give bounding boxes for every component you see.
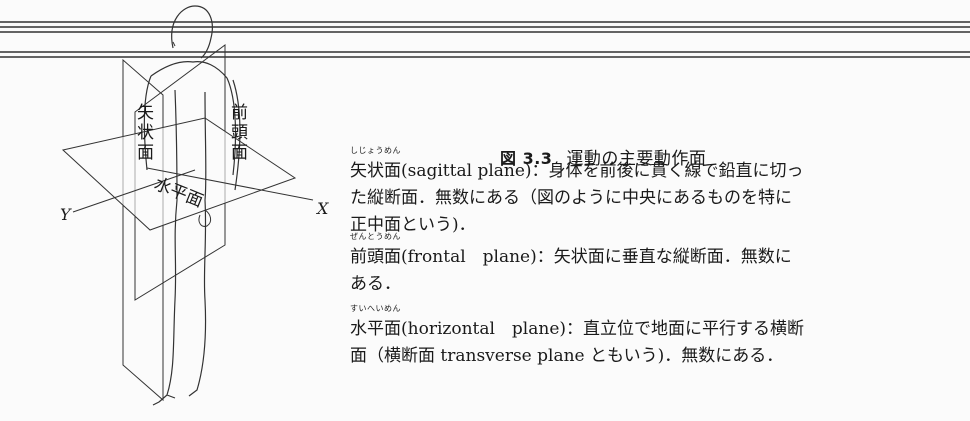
svg-text:頭: 頭 xyxy=(231,123,248,143)
definition-sagittal: しじょうめん矢状面(sagittal plane)：身体を前後に貫く線で鉛直に切… xyxy=(350,146,910,239)
definition-line: すいへいめん水平面(horizontal plane)：直立位で地面に平行する横… xyxy=(350,304,910,343)
svg-text:矢: 矢 xyxy=(137,103,154,123)
definition-frontal: ぜんとうめん前頭面(frontal plane)：矢状面に垂直な縦断面．無数に … xyxy=(350,232,910,298)
definition-line: 面（横断面 transverse plane ともいう)．無数にある． xyxy=(350,346,784,366)
definition-line: た縦断面．無数にある（図のように中央にあるものを特に xyxy=(350,188,792,208)
sagittal-plane xyxy=(122,58,164,402)
sagittal-plane-label: 矢 状 面 xyxy=(137,103,154,163)
ruby-reading: すいへいめん xyxy=(350,304,401,313)
frontal-plane xyxy=(134,44,226,301)
y-axis-label: Y xyxy=(60,205,72,224)
definition-horizontal: すいへいめん水平面(horizontal plane)：直立位で地面に平行する横… xyxy=(350,304,910,370)
definition-line: 正中面という)． xyxy=(350,215,476,235)
x-axis-line xyxy=(146,167,314,201)
x-axis-label: X xyxy=(315,199,329,218)
body-outline xyxy=(143,61,237,406)
definition-line: しじょうめん矢状面(sagittal plane)：身体を前後に貫く線で鉛直に切… xyxy=(350,146,910,185)
svg-text:面: 面 xyxy=(231,143,248,163)
header-rules xyxy=(0,21,970,58)
svg-text:状: 状 xyxy=(137,123,154,143)
ruby-reading: しじょうめん xyxy=(350,146,401,155)
definition-line: ぜんとうめん前頭面(frontal plane)：矢状面に垂直な縦断面．無数に xyxy=(350,232,910,271)
term: しじょうめん矢状面 xyxy=(350,146,401,182)
ruby-reading: ぜんとうめん xyxy=(350,232,401,241)
term: ぜんとうめん前頭面 xyxy=(350,232,401,268)
figure-number: 図 3.3 xyxy=(500,149,553,168)
y-axis-line xyxy=(72,169,196,213)
svg-text:面: 面 xyxy=(137,143,154,163)
frontal-plane-label: 前 頭 面 xyxy=(231,103,248,163)
term: すいへいめん水平面 xyxy=(350,304,401,340)
definition-line: ある． xyxy=(350,274,401,294)
head-outline xyxy=(171,5,213,59)
anatomical-planes-figure: 矢 状 面 前 頭 面 水平面 X Y xyxy=(60,5,329,406)
figure-title: 運動の主要動作面 xyxy=(566,149,707,169)
svg-text:前: 前 xyxy=(231,103,248,123)
figure-caption: 図 3.3 運動の主要動作面 xyxy=(500,144,706,169)
